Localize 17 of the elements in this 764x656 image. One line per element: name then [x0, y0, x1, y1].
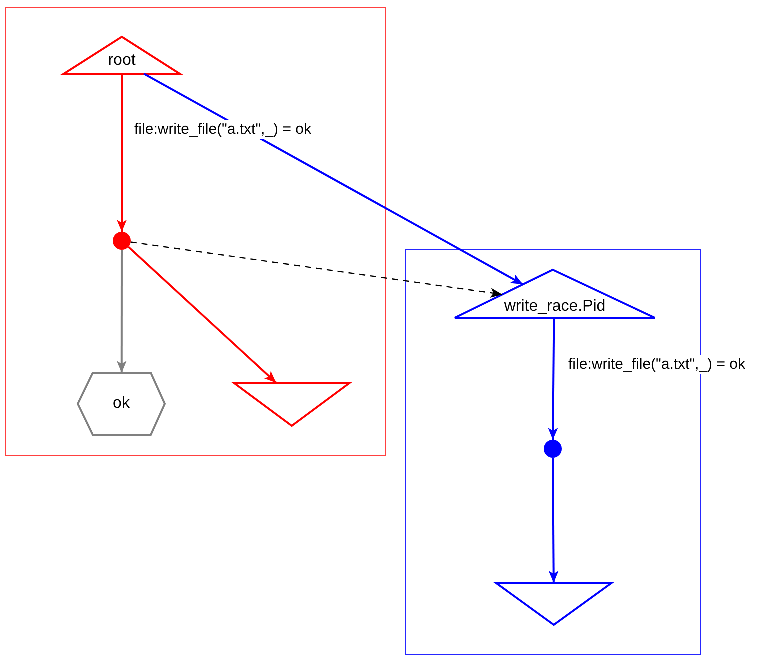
cluster-frame — [6, 8, 386, 456]
inverted-triangle-node — [234, 383, 350, 426]
hexagon-node — [78, 373, 165, 435]
arrow — [117, 74, 127, 232]
arrow — [116, 250, 127, 373]
inverted-triangle-node — [496, 583, 612, 625]
triangle-node — [455, 270, 655, 318]
dot-node — [113, 232, 131, 250]
node-label: root — [108, 53, 136, 69]
arrow — [548, 458, 559, 583]
node-label: ok — [113, 396, 130, 412]
node-label: write_race.Pid — [504, 299, 606, 315]
dot-node — [544, 440, 562, 458]
arrow — [128, 246, 278, 384]
dashed-arrow — [130, 242, 503, 298]
arrow — [548, 318, 558, 440]
arrow — [144, 73, 524, 286]
